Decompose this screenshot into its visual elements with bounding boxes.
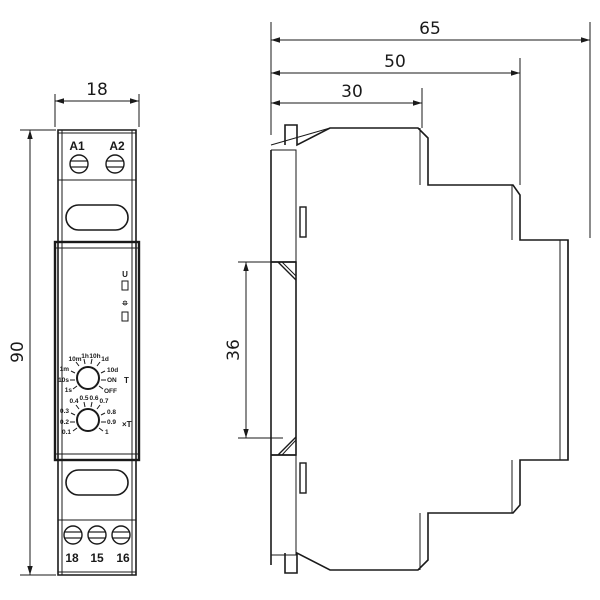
terminal-screw-a2: [105, 154, 125, 174]
side-view: [270, 124, 569, 574]
terminal-screw-16: [111, 525, 131, 545]
dimension-label-90: 90: [8, 341, 28, 363]
dimension-side-total: [270, 22, 591, 238]
bottom-wire-slot: [65, 469, 129, 496]
tick-0.5: 0.5: [79, 395, 88, 402]
tick-1: 1: [105, 429, 109, 436]
time-range-label: T: [124, 376, 129, 385]
front-panel: [53, 240, 141, 462]
tick-10m: 10m: [68, 356, 81, 363]
time-range-dial: [70, 358, 106, 390]
dimension-label-36: 36: [224, 339, 244, 361]
tick-10s: 10s: [58, 377, 69, 384]
terminal-screw-15: [87, 525, 107, 545]
led-label-relay: ⯐: [121, 299, 129, 308]
top-wire-slot: [65, 204, 129, 231]
dimension-label-65: 65: [419, 19, 441, 39]
led-power: [121, 280, 129, 291]
tick-0.1: 0.1: [62, 429, 71, 436]
dimension-rail-height: [238, 261, 283, 439]
tick-1s: 1s: [65, 387, 73, 394]
tick-1m: 1m: [60, 366, 70, 373]
side-latch-top: [299, 206, 307, 238]
front-body-outline: [57, 129, 137, 576]
multiplier-label: ×T: [122, 420, 132, 429]
multiplier-dial: [70, 401, 106, 432]
tick-0.9: 0.9: [107, 419, 116, 426]
terminal-label-18: 18: [65, 551, 79, 565]
side-latch-bottom: [299, 462, 307, 494]
tick-0.7: 0.7: [99, 398, 108, 405]
tick-off: OFF: [104, 388, 117, 395]
tick-10d: 10d: [107, 367, 118, 374]
tick-0.6: 0.6: [89, 395, 98, 402]
dimension-front-height: [20, 129, 56, 576]
dimension-label-30: 30: [341, 82, 363, 102]
side-body-outline: [270, 124, 569, 574]
tick-0.8: 0.8: [107, 409, 116, 416]
tick-on: ON: [107, 377, 117, 384]
led-relay: [121, 311, 129, 322]
dimension-front-width: [54, 94, 140, 127]
terminal-screw-18: [63, 525, 83, 545]
led-label-u: U: [122, 270, 128, 279]
dimension-side-mid: [271, 58, 521, 185]
tick-0.2: 0.2: [60, 419, 69, 426]
front-view: A1 A2 U ⯐: [53, 129, 141, 576]
tick-0.4: 0.4: [69, 398, 78, 405]
terminal-label-a2: A2: [109, 139, 125, 153]
tick-10h: 10h: [89, 353, 100, 360]
tick-1d: 1d: [101, 356, 109, 363]
terminal-label-a1: A1: [69, 139, 85, 153]
terminal-label-16: 16: [116, 551, 130, 565]
dimension-label-50: 50: [384, 52, 406, 72]
din-rail-clip: [271, 261, 297, 456]
tick-1h: 1h: [81, 353, 89, 360]
terminal-screw-a1: [69, 154, 89, 174]
tick-0.3: 0.3: [60, 408, 69, 415]
dimension-label-18: 18: [86, 80, 108, 100]
multiplier-tick-marks: [70, 401, 106, 432]
terminal-label-15: 15: [90, 551, 104, 565]
dimension-side-short: [271, 88, 423, 128]
time-range-tick-marks: [70, 358, 106, 390]
